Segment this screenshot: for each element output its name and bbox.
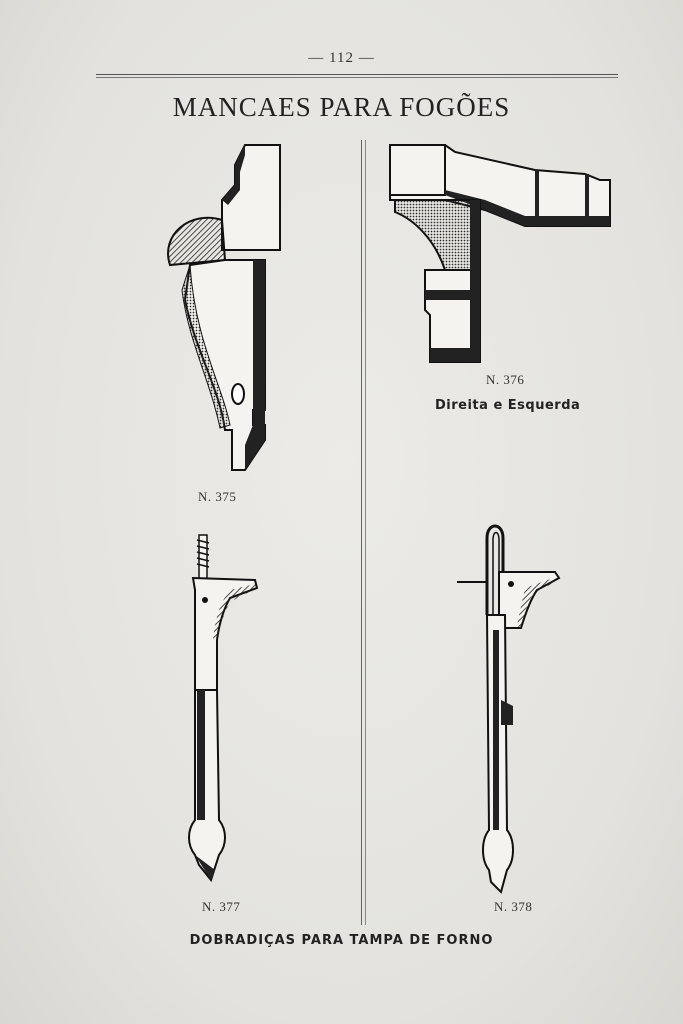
header-rule — [96, 74, 618, 78]
oven-hinge-377-illustration — [188, 534, 259, 883]
column-divider — [361, 140, 366, 925]
page-title: MANCAES PARA FOGÕES — [172, 92, 511, 122]
section-footer-title: DOBRADIÇAS PARA TAMPA DE FORNO — [189, 933, 494, 948]
page-number: — 112 — — [308, 50, 375, 66]
stove-bracket-376-illustration — [389, 144, 611, 363]
item-number-377: N. 377 — [202, 899, 241, 914]
item-number-375: N. 375 — [198, 489, 237, 504]
item-number-376: N. 376 — [486, 372, 525, 387]
item-number-378: N. 378 — [494, 899, 533, 914]
oven-hinge-378-illustration — [457, 524, 561, 894]
stove-bracket-375-illustration — [167, 144, 281, 471]
item-note-376: Direita e Esquerda — [435, 398, 581, 413]
